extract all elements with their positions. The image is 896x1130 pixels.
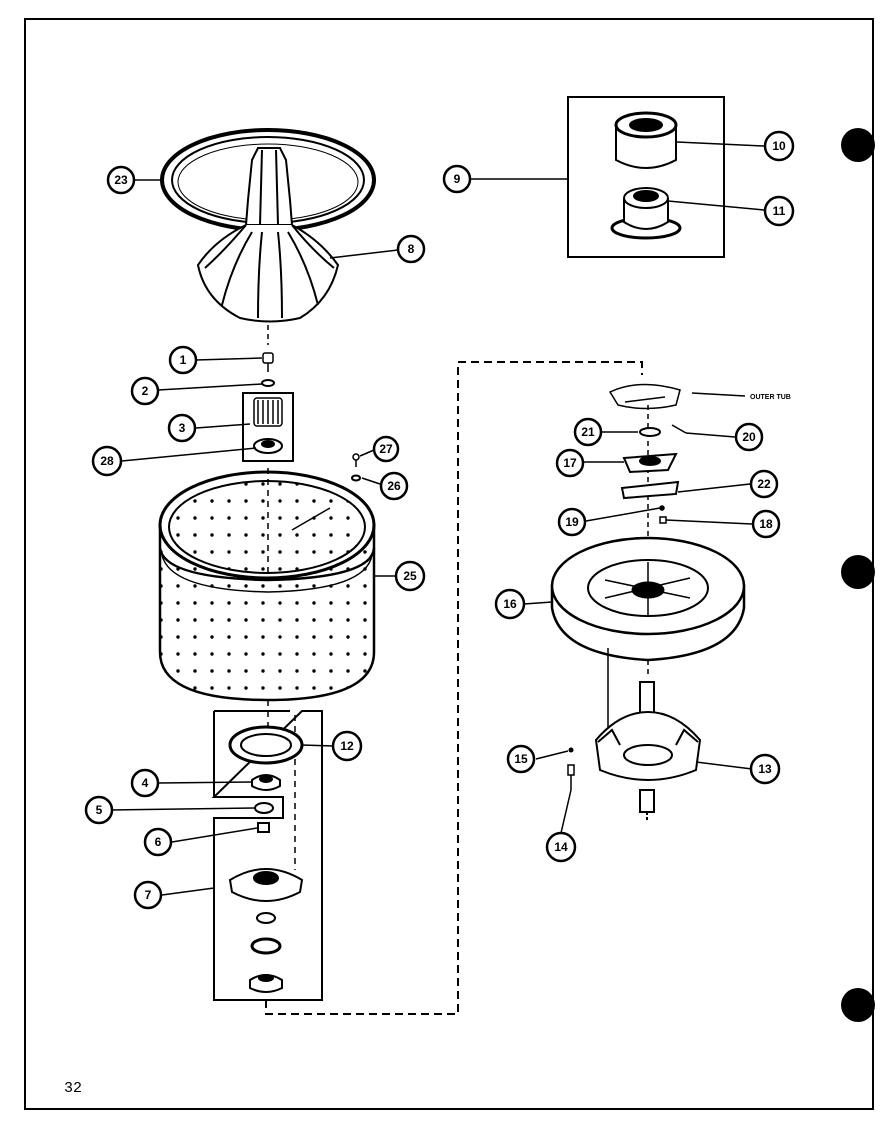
callout-14-text: 14 [554,840,568,854]
callout-3-text: 3 [179,421,186,435]
callout-12: 12 [331,730,363,762]
part-4-bearing [251,774,281,791]
callout-26-left-text: 26 [387,479,401,493]
callout-3: 3 [167,413,197,443]
callout-7: 7 [133,880,163,910]
callout-27: 27 [372,435,400,463]
callout-15: 15 [506,744,536,774]
callout-7-text: 7 [145,888,152,902]
callout-1-text: 1 [180,353,187,367]
callout-1: 1 [168,345,198,375]
callout-6: 6 [143,827,173,857]
part-13-transmission [594,681,702,822]
part-15-washer [568,747,574,753]
part-19-pin [659,505,665,511]
callout-26-left: 26 [379,471,409,501]
callout-27-text: 27 [379,442,393,456]
group-box-3-28 [242,392,294,462]
part-25-spin-basket [158,470,376,702]
part-3-clutch [253,397,283,427]
callout-5-text: 5 [96,803,103,817]
callout-16: 16 [494,588,526,620]
callout-21-text: 21 [581,425,595,439]
part-18-screw [659,516,667,524]
outer-tub-label: OUTER TUB [750,394,791,401]
callout-11-text: 11 [773,204,786,218]
callout-23-text: 23 [114,173,128,187]
callout-28: 28 [91,445,123,477]
callout-25: 25 [394,560,426,592]
callout-19-text: 19 [565,515,579,529]
callout-2-text: 2 [142,384,149,398]
callout-21: 21 [573,417,603,447]
part-12-seal [228,725,304,765]
callout-5: 5 [84,795,114,825]
callout-20-text: 20 [742,430,756,444]
part-2-washer [261,379,275,387]
callout-14: 14 [545,831,577,863]
callout-22: 22 [749,469,779,499]
part-22-gasket [620,480,680,500]
part-28-adapter [253,438,283,454]
callout-12-text: 12 [340,739,354,753]
outer-tub-fragment [608,383,681,410]
part-21-washer [639,427,661,437]
callout-16-text: 16 [503,597,517,611]
binder-hole-middle [841,555,875,589]
callout-8: 8 [396,234,426,264]
part-10-filter-cap [614,111,678,169]
callout-2: 2 [130,376,160,406]
callout-8-text: 8 [408,242,415,256]
callout-15-text: 15 [514,752,528,766]
callout-28-text: 28 [100,454,114,468]
callout-9-text: 9 [454,172,461,186]
assembly-connector [265,361,643,1015]
part-16-pulley [550,536,746,662]
callout-6-text: 6 [155,835,162,849]
callout-4-text: 4 [142,776,149,790]
callout-17: 17 [555,448,585,478]
callout-9: 9 [442,164,472,194]
callout-11: 11 [763,195,795,227]
callout-25-text: 25 [403,569,417,583]
callout-4: 4 [130,768,160,798]
callout-20: 20 [734,422,764,452]
part-1-bolt [262,352,274,372]
part-6-spacer [257,822,270,833]
callout-18-text: 18 [759,517,773,531]
part-17-bearing-plate [622,452,678,474]
part-26-nut [351,474,361,482]
binder-hole-bottom [841,988,875,1022]
part-11-filter-base [610,187,682,240]
basket-inner-line [291,507,331,531]
part-7-hub [228,868,304,993]
page-number: 32 [64,1080,83,1097]
callout-17-text: 17 [563,456,577,470]
callout-22-text: 22 [757,477,771,491]
callout-23: 23 [106,165,136,195]
part-8-agitator [196,147,340,323]
callout-10: 10 [763,130,795,162]
leader-lines [111,141,765,896]
binder-hole-top [841,128,875,162]
callout-10-text: 10 [772,139,786,153]
part-5-nut [254,802,274,814]
part-27-screw [352,453,360,467]
group-box-9 [567,96,725,258]
callout-19: 19 [557,507,587,537]
part-14-bolt [567,764,575,790]
callout-13-text: 13 [758,762,772,776]
callout-13: 13 [749,753,781,785]
part-20-screw [671,424,687,434]
callout-18: 18 [751,509,781,539]
